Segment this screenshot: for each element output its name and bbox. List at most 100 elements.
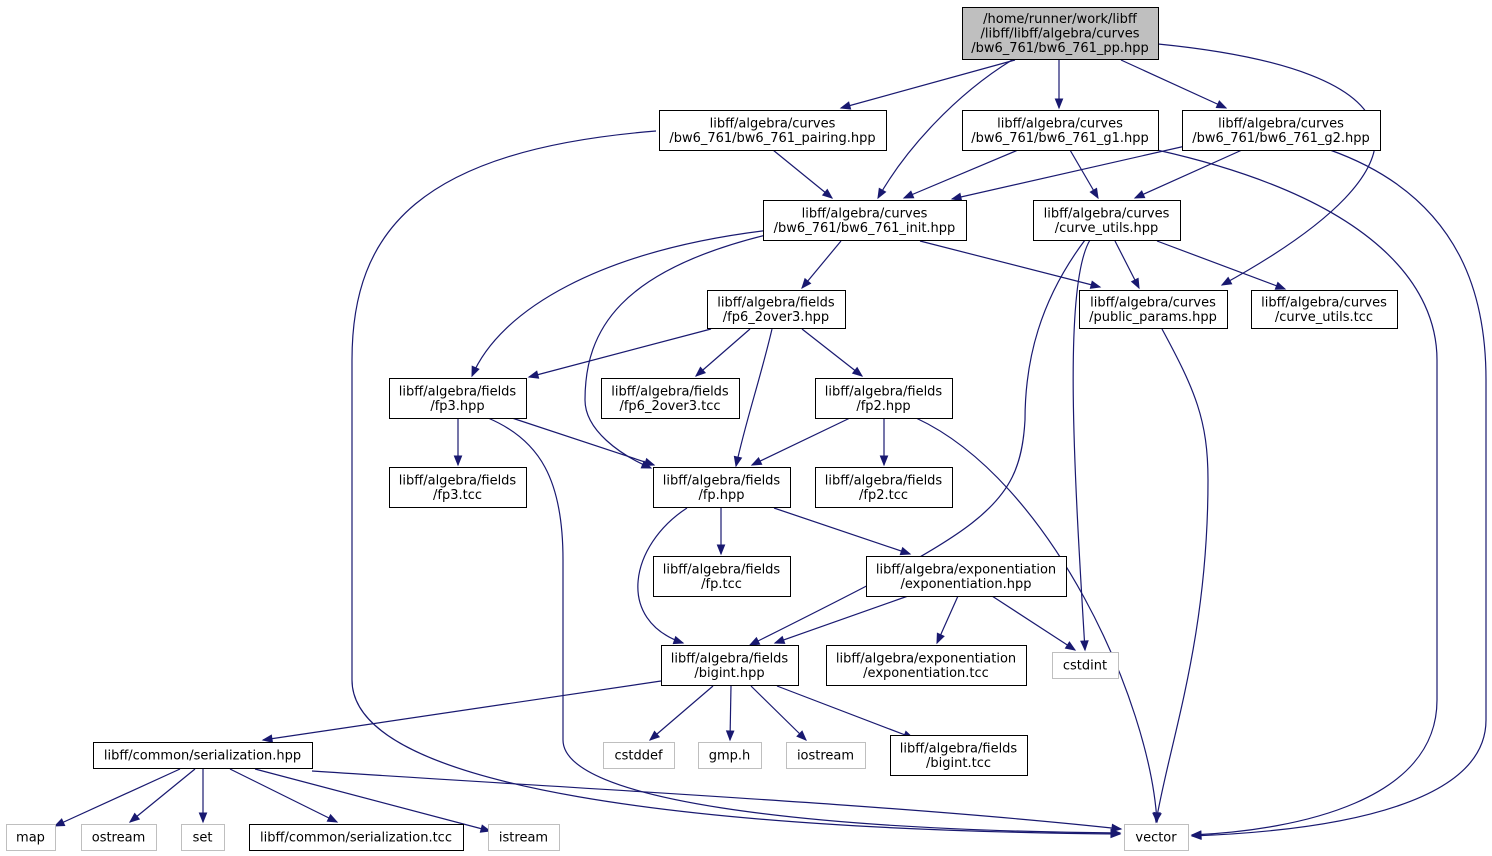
node-gmp[interactable]: gmp.h [698,742,762,769]
node-label-line: /curve_utils.hpp [1055,221,1159,236]
edge-line [750,685,807,741]
node-label-line: libff/algebra/curves [1044,206,1170,221]
edge-line [351,130,1121,835]
node-bigint_tcc[interactable]: libff/algebra/fields/bigint.tcc [890,735,1028,776]
edge-fp6-to-fp2 [801,328,864,377]
edge-exp_hpp-to-bigint [773,595,909,644]
edge-arrowhead [1220,276,1233,286]
edge-arrowhead [643,457,656,467]
node-serialization_tcc[interactable]: libff/common/serialization.tcc [249,824,464,851]
edge-line [774,595,909,644]
edge-fp2-to-fp [750,417,851,466]
node-fp2_tcc[interactable]: libff/algebra/fields/fp2.tcc [815,467,953,508]
node-label-line: vector [1135,831,1177,846]
edge-arrowhead [694,366,707,377]
edge-line [229,768,338,823]
node-box [962,7,1159,60]
node-vector[interactable]: vector [1124,824,1189,851]
node-box [698,742,762,769]
edge-arrowhead [1274,281,1287,290]
node-box [866,556,1067,597]
edge-line [1155,328,1209,823]
edge-arrowhead [851,366,864,377]
node-box [601,378,740,419]
edge-pairing-to-init [772,149,834,199]
edge-line [840,59,1016,109]
node-root[interactable]: /home/runner/work/libff/libff/libff/alge… [962,7,1159,60]
node-label-line: /bw6_761/bw6_761_g1.hpp [971,131,1149,146]
node-fp6_tcc[interactable]: libff/algebra/fields/fp6_2over3.tcc [601,378,740,419]
node-fp_tcc[interactable]: libff/algebra/fields/fp.tcc [653,556,791,597]
node-label-line: libff/algebra/curves [710,116,836,131]
edge-line [801,240,842,289]
edge-arrowhead [733,455,743,468]
node-public_params[interactable]: libff/algebra/curves/public_params.hpp [1079,290,1228,329]
edge-line [1134,149,1243,199]
node-label-line: /bw6_761/bw6_761_pp.hpp [971,41,1149,56]
node-g1[interactable]: libff/algebra/curves/bw6_761/bw6_761_g1.… [962,110,1159,151]
edge-line [129,768,196,823]
edge-arrowhead [326,813,339,823]
edge-arrowhead [471,365,480,378]
node-g2[interactable]: libff/algebra/curves/bw6_761/bw6_761_g2.… [1182,110,1381,151]
edge-arrowhead [1130,277,1140,290]
edge-line [311,770,1122,830]
node-label-line: libff/algebra/fields [825,473,943,488]
edge-arrowhead [936,632,945,645]
edge-line [776,685,914,739]
edge-line [471,229,771,377]
node-cstddef[interactable]: cstddef [603,742,675,769]
edge-arrowhead [750,456,763,466]
edge-serialization-to-istream [254,768,492,833]
edge-init-to-public_params [919,240,1102,289]
node-label-line: libff/algebra/fields [663,562,781,577]
edge-line [511,417,655,466]
edge-arrowhead [453,455,463,467]
edge-arrowhead [801,277,812,290]
node-istream[interactable]: istream [488,824,560,851]
node-box [890,735,1028,776]
node-fp2[interactable]: libff/algebra/fields/fp2.hpp [815,378,953,419]
node-fp3_tcc[interactable]: libff/algebra/fields/fp3.tcc [389,467,527,508]
node-fp3[interactable]: libff/algebra/fields/fp3.hpp [389,378,527,419]
edge-fp3-to-fp3_tcc [453,418,463,467]
node-box [93,742,313,769]
node-box [81,824,157,851]
edge-arrowhead [479,824,492,833]
node-ostream[interactable]: ostream [81,824,157,851]
node-label-line: /bigint.tcc [926,756,991,771]
node-label-line: /bw6_761/bw6_761_init.hpp [774,221,956,236]
edge-fp-to-fp_tcc [716,508,726,556]
node-init[interactable]: libff/algebra/curves/bw6_761/bw6_761_ini… [763,200,967,241]
node-fp6[interactable]: libff/algebra/fields/fp6_2over3.hpp [707,290,846,329]
node-label-line: /fp3.hpp [430,399,484,414]
node-pairing[interactable]: libff/algebra/curves/bw6_761/bw6_761_pai… [659,110,887,151]
edge-line [903,149,1019,199]
node-map[interactable]: map [6,824,56,851]
node-serialization[interactable]: libff/common/serialization.hpp [93,742,313,769]
node-cstdint[interactable]: cstdint [1052,652,1119,679]
edge-line [54,768,181,827]
edge-arrowhead [1133,190,1146,199]
node-curve_utils_hpp[interactable]: libff/algebra/curves/curve_utils.hpp [1033,200,1181,241]
edge-line [262,680,662,741]
node-bigint[interactable]: libff/algebra/fields/bigint.hpp [661,645,799,686]
edge-line [1191,149,1487,837]
node-label-line: iostream [797,749,854,764]
node-label-line: libff/algebra/fields [717,295,835,310]
edge-arrowhead [879,455,889,467]
node-box [249,824,464,851]
node-label-line: /exponentiation.tcc [863,666,989,681]
node-exp_tcc[interactable]: libff/algebra/exponentiation/exponentiat… [826,645,1027,686]
edge-arrowhead [128,812,141,823]
node-box [488,824,560,851]
node-exp_hpp[interactable]: libff/algebra/exponentiation/exponentiat… [866,556,1067,597]
node-fp[interactable]: libff/algebra/fields/fp.hpp [653,467,791,508]
nodes-layer: /home/runner/work/libff/libff/libff/alge… [6,7,1398,851]
node-curve_utils_tcc[interactable]: libff/algebra/curves/curve_utils.tcc [1251,290,1398,329]
node-label-line: libff/common/serialization.tcc [260,831,452,846]
edge-serialization-to-map [53,768,181,827]
node-iostream[interactable]: iostream [786,742,866,769]
node-set[interactable]: set [181,824,225,851]
